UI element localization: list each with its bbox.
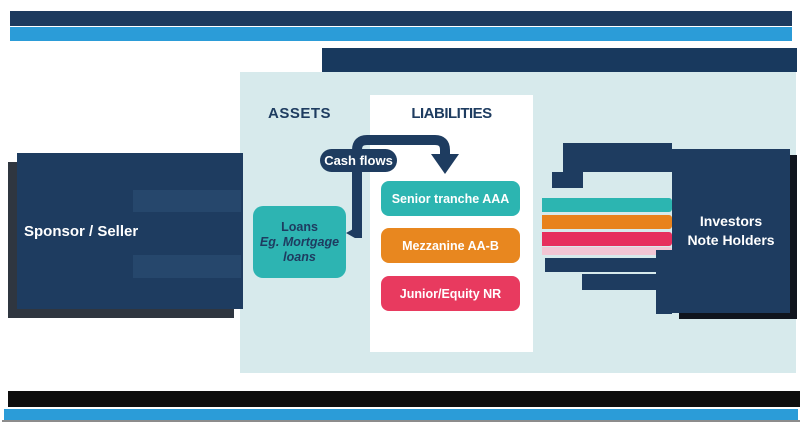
mezzanine-flow-bar — [542, 215, 672, 229]
tranche-junior-box: Junior/Equity NR — [381, 276, 520, 311]
redacted-label-block — [133, 255, 241, 278]
spv-title-bar — [322, 48, 797, 72]
bottom-divider-line — [2, 420, 800, 422]
arrowhead-down-icon — [431, 154, 459, 174]
sponsor-seller-label: Sponsor / Seller — [24, 222, 139, 240]
cash-flows-label: Cash flows — [324, 153, 393, 168]
cash-flow-arrow — [346, 135, 459, 238]
tranche-mezzanine-label: Mezzanine AA-B — [402, 238, 499, 253]
loans-box: Loans Eg. Mortgage loans — [253, 206, 346, 278]
tranche-junior-label: Junior/Equity NR — [399, 286, 502, 301]
senior-flow-bar — [542, 198, 672, 212]
loans-sublabel-line1: Eg. Mortgage — [259, 234, 340, 249]
junior-flow-bar — [542, 232, 672, 246]
redacted-label-block — [133, 190, 241, 212]
bottom-caption-bar-black — [8, 391, 800, 407]
investors-label-line2: Note Holders — [687, 232, 775, 248]
tranche-senior-label: Senior tranche AAA — [391, 191, 510, 206]
redacted-label-block — [552, 172, 583, 188]
loans-label: Loans — [281, 219, 318, 234]
residual-flow-bar — [542, 247, 672, 255]
investors-note-holders-box: Investors Note Holders — [672, 149, 790, 313]
liabilities-heading: LIABILITIES — [411, 105, 492, 122]
redacted-label-block — [563, 143, 672, 172]
redacted-label-block — [545, 258, 660, 272]
redacted-label-block — [582, 274, 672, 290]
assets-heading: ASSETS — [268, 105, 332, 122]
redacted-label-block — [656, 250, 672, 314]
investors-label-line1: Investors — [699, 213, 763, 229]
cash-flows-pill: Cash flows — [320, 149, 397, 172]
sponsor-seller-box: Sponsor / Seller — [17, 153, 243, 309]
tranche-senior-box: Senior tranche AAA — [381, 181, 520, 216]
top-heading-bar-navy — [10, 11, 792, 26]
top-heading-bar-blue — [10, 27, 792, 41]
loans-sublabel-line2: loans — [283, 249, 316, 264]
arrowhead-left-icon — [346, 224, 362, 238]
tranche-mezzanine-box: Mezzanine AA-B — [381, 228, 520, 263]
bottom-caption-bar-blue — [4, 409, 798, 420]
